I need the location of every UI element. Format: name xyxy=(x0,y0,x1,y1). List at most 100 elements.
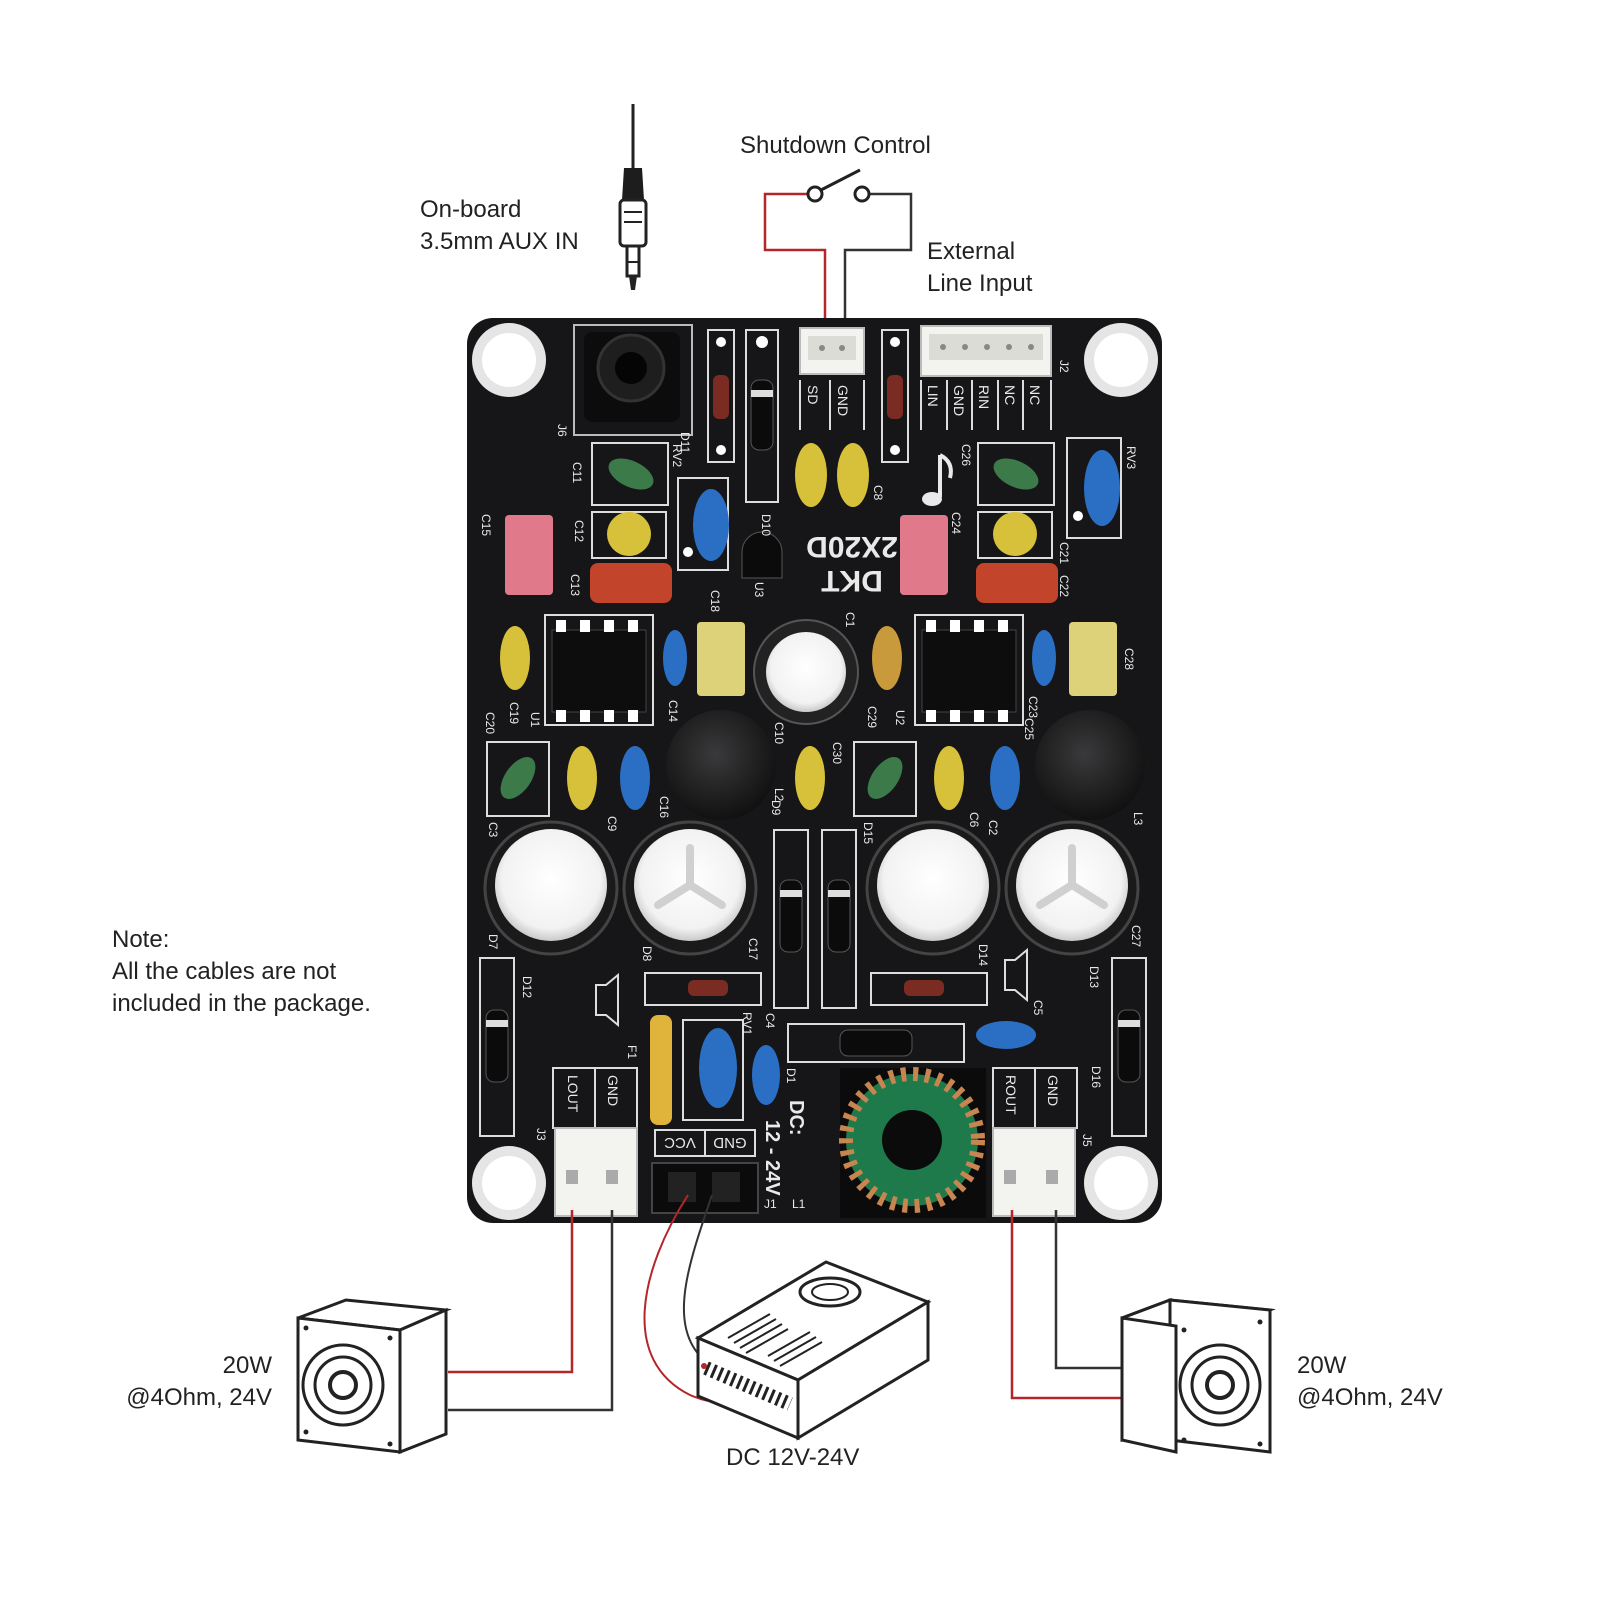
designator-d14: D14 xyxy=(976,944,990,966)
aux-in-label-line-1: On-board xyxy=(420,196,522,223)
designator-j6: J6 xyxy=(555,424,569,437)
music-note-icon xyxy=(922,453,953,506)
aux-jack-j6 xyxy=(573,324,693,436)
speaker-silk-icons xyxy=(595,947,1028,1028)
pin-j2-gnd: GND xyxy=(951,385,967,416)
mounting-hole-top-left xyxy=(472,323,546,397)
designator-c30: C30 xyxy=(830,742,844,764)
diode-mid-top xyxy=(881,329,909,463)
designator-rv3: RV3 xyxy=(1124,446,1138,469)
designator-c23: C23 xyxy=(1026,696,1040,718)
power-supply-label: DC 12V-24V xyxy=(726,1444,860,1471)
board-brand: DKT xyxy=(821,564,883,597)
designator-c18: C18 xyxy=(708,590,722,612)
pin-vcc: VCC xyxy=(664,1134,696,1151)
left-speaker-power: 20W xyxy=(222,1352,272,1379)
pin-rin: RIN xyxy=(976,385,992,409)
designator-d10: D10 xyxy=(759,514,773,536)
cables-note: Note: All the cables are not included in… xyxy=(112,924,371,1020)
designator-c2: C2 xyxy=(986,820,1000,836)
shutdown-header xyxy=(799,327,865,430)
mounting-hole-top-right xyxy=(1084,323,1158,397)
trimmer-rv2 xyxy=(677,477,729,571)
power-rating-title: DC: xyxy=(785,1100,807,1136)
designator-j5: J5 xyxy=(1080,1134,1094,1147)
designator-c20: C20 xyxy=(483,712,497,734)
mounting-hole-bottom-right xyxy=(1084,1146,1158,1220)
designator-c16: C16 xyxy=(657,796,671,818)
designator-d7: D7 xyxy=(486,934,500,950)
electrolytic-capacitors xyxy=(483,820,1140,956)
power-supply-icon xyxy=(694,1260,932,1441)
designator-c12: C12 xyxy=(572,520,586,542)
pin-nc-2: NC xyxy=(1027,385,1043,405)
small-film-capacitors xyxy=(500,622,1117,810)
designator-c24: C24 xyxy=(949,512,963,534)
designator-c28: C28 xyxy=(1122,648,1136,670)
diode-d11 xyxy=(707,329,735,463)
right-speaker-spec: @4Ohm, 24V xyxy=(1297,1384,1443,1411)
red-film-capacitors xyxy=(590,563,1058,603)
shutdown-control-label: Shutdown Control xyxy=(740,132,931,159)
trimmer-rv3 xyxy=(1066,437,1122,539)
pin-j1-gnd: GND xyxy=(713,1134,747,1151)
pin-rout: ROUT xyxy=(1003,1075,1019,1115)
power-connector-j1 xyxy=(651,1129,759,1214)
designator-c19: C19 xyxy=(507,702,521,724)
right-speaker-label: 20W @4Ohm, 24V xyxy=(1297,1350,1443,1414)
designator-l1: L1 xyxy=(792,1197,806,1211)
external-line-input-line-2: Line Input xyxy=(927,270,1033,297)
designator-d11: D11 xyxy=(678,432,692,453)
designator-j2: J2 xyxy=(1057,360,1071,373)
designator-u1: U1 xyxy=(528,712,542,728)
pink-capacitors xyxy=(505,515,948,595)
designator-c15: C15 xyxy=(479,514,493,536)
designator-c17: C17 xyxy=(746,938,760,960)
designator-d9: D9 xyxy=(769,800,783,816)
cables-note-line-2: included in the package. xyxy=(112,990,371,1017)
designator-c25: C25 xyxy=(1022,718,1036,740)
designator-c5: C5 xyxy=(1031,1000,1045,1016)
designator-d15: D15 xyxy=(861,822,875,844)
toroid-inductor-l1 xyxy=(839,1067,986,1218)
shutdown-switch-icon xyxy=(763,168,913,340)
designator-u2: U2 xyxy=(893,710,907,726)
aux-plug-icon xyxy=(618,104,648,290)
external-line-input-label: External Line Input xyxy=(927,236,1032,300)
left-speaker-spec: @4Ohm, 24V xyxy=(126,1384,272,1411)
designator-j3: J3 xyxy=(534,1128,548,1141)
ic-u1 xyxy=(544,614,654,726)
left-speaker-icon xyxy=(296,1298,452,1455)
designator-f1: F1 xyxy=(625,1045,639,1059)
power-diodes xyxy=(479,829,1147,1137)
pin-sd: SD xyxy=(805,385,821,404)
designator-c27: C27 xyxy=(1129,925,1143,947)
right-speaker-icon xyxy=(1120,1297,1276,1454)
designator-c29: C29 xyxy=(865,706,879,728)
pin-j5-gnd: GND xyxy=(1045,1075,1061,1106)
designator-d12: D12 xyxy=(520,976,534,998)
pin-sd-gnd: GND xyxy=(835,385,851,416)
designator-l2: L2 xyxy=(772,788,786,802)
cables-note-heading: Note: xyxy=(112,926,170,953)
film-capacitors-top xyxy=(795,443,869,507)
designator-d1: D1 xyxy=(784,1068,798,1084)
designator-c8: C8 xyxy=(871,485,885,501)
designator-c4: C4 xyxy=(763,1013,777,1029)
designator-c6: C6 xyxy=(967,812,981,828)
designator-c11: C11 xyxy=(570,462,584,483)
trimmer-rv1 xyxy=(682,1019,1036,1121)
designator-c1: C1 xyxy=(843,612,857,628)
disc-capacitors xyxy=(591,511,1053,559)
right-output-connector-j5 xyxy=(992,1067,1078,1217)
board-model: 2X20D xyxy=(806,530,898,563)
left-speaker-label: 20W @4Ohm, 24V xyxy=(112,1350,272,1414)
capacitor-c1 xyxy=(753,619,859,725)
designator-c9: C9 xyxy=(605,816,619,832)
diode-d10 xyxy=(745,329,779,503)
designator-c10: C10 xyxy=(772,722,786,744)
aux-in-label-line-2: 3.5mm AUX IN xyxy=(420,228,579,255)
line-input-header-j2 xyxy=(920,325,1052,430)
